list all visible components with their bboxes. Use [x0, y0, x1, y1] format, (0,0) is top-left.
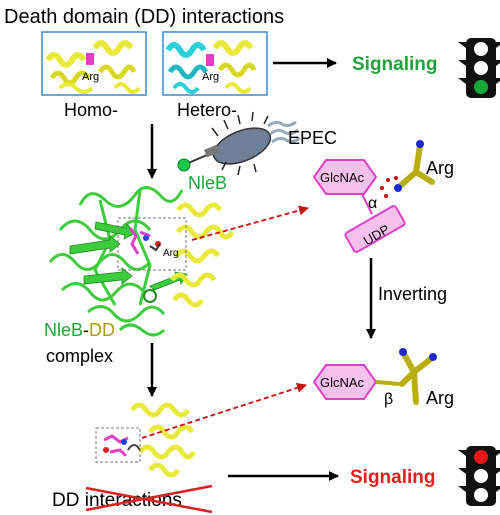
nleb-dd-complex-structure	[48, 186, 235, 337]
red-dots-attack	[380, 176, 398, 198]
glcnac-bottom-label: GlcNAc	[320, 375, 365, 390]
hetero-dimer-structure	[165, 40, 257, 94]
homo-dimer-structure	[45, 40, 141, 94]
complex-dd-label: DD	[89, 320, 115, 340]
footer-dd-label: DD	[52, 490, 79, 511]
hetero-dimer-panel: Arg	[162, 31, 268, 96]
bacterium-icon	[211, 111, 301, 176]
modified-dd-structure	[95, 402, 197, 478]
diagram-title: Death domain (DD) interactions	[4, 6, 284, 28]
arg-sidechain-bottom	[399, 351, 435, 405]
complex-nleb-label: NleB	[44, 320, 83, 340]
red-dashed-arrow-bottom	[141, 383, 307, 439]
udp-box	[344, 205, 406, 253]
hetero-arg-label: Arg	[202, 71, 219, 83]
arg-top-label: Arg	[426, 158, 454, 178]
nleb-label: NleB	[188, 173, 227, 193]
arg-sidechain-top	[397, 143, 435, 189]
complex-word-label: complex	[46, 346, 113, 366]
alpha-label: α	[368, 195, 377, 212]
homo-caption: Homo-	[64, 100, 118, 120]
beta-label: β	[384, 391, 393, 408]
strike-cross	[85, 484, 213, 514]
arg-bottom-label: Arg	[426, 388, 454, 408]
signaling-bottom-label: Signaling	[350, 467, 436, 488]
homo-arg-label: Arg	[82, 71, 99, 83]
traffic-light-red-icon	[458, 446, 500, 506]
glcnac-top-label: GlcNAc	[320, 170, 365, 185]
inverting-label: Inverting	[378, 284, 447, 304]
syringe-icon	[177, 144, 220, 172]
svg-text:NleB-DD: NleB-DD	[44, 320, 115, 340]
glcnac-udp-hexagon	[312, 159, 378, 195]
traffic-light-green-icon	[458, 38, 500, 98]
signaling-top-label: Signaling	[352, 54, 438, 75]
red-dashed-arrow-top	[191, 205, 309, 241]
epec-label: EPEC	[288, 128, 337, 148]
complex-dash: -	[83, 320, 89, 340]
hetero-caption: Hetero-	[177, 100, 237, 120]
homo-dimer-panel: Arg	[41, 31, 147, 96]
complex-arg-label: Arg	[163, 248, 179, 259]
